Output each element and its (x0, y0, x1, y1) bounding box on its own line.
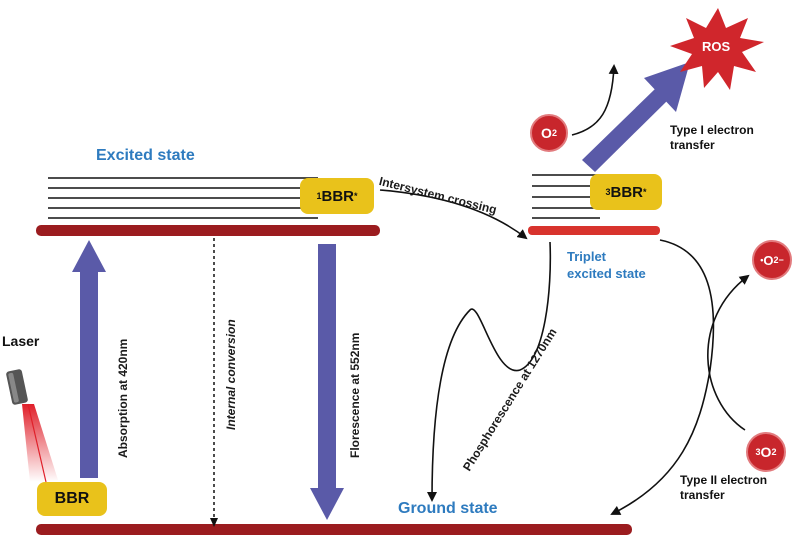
triplet-superscript: 3 (605, 187, 611, 197)
ros-starburst (670, 8, 764, 90)
triplet-label-line1: Triplet (567, 249, 607, 264)
laser-device (6, 369, 58, 483)
laser-label: Laser (2, 333, 40, 349)
superoxide-subscript: 2 (773, 255, 779, 265)
triplet-state-bar (528, 226, 660, 235)
type1-label-line2: transfer (670, 138, 715, 152)
excited-state-bar (36, 225, 380, 236)
oxygen-to-superoxide-arrow (707, 274, 750, 431)
type2-return-arrow (610, 239, 715, 515)
superoxide-charge: − (778, 255, 784, 265)
ground-state-label: Ground state (398, 500, 498, 517)
ground-bbr-box: BBR (37, 482, 107, 516)
absorption-arrow (72, 240, 106, 478)
triplet-bbr-text: BBR (610, 183, 644, 201)
internal-conversion-arrow (210, 238, 218, 527)
o2-base: O (541, 125, 552, 141)
intersystem-crossing-arrow (379, 189, 528, 240)
triplet-oxygen-base: O (760, 444, 772, 460)
excited-state-label: Excited state (96, 147, 195, 164)
o2-curved-arrow (571, 64, 619, 136)
singlet-bbr-text: BBR (321, 187, 355, 205)
type1-transfer-arrow (582, 62, 690, 172)
triplet-star: * (643, 187, 647, 197)
singlet-star: * (354, 191, 358, 201)
fluorescence-arrow (310, 244, 344, 520)
triplet-oxygen-superscript: 3 (755, 447, 761, 457)
internal-conversion-label: Internal conversion (224, 319, 238, 430)
type2-label-line2: transfer (680, 488, 725, 502)
singlet-superscript: 1 (316, 191, 322, 201)
triplet-label-line2: excited state (567, 266, 646, 281)
ground-state-bar (36, 524, 632, 535)
absorption-label: Absorption at 420nm (116, 338, 130, 458)
type2-label-line1: Type II electron (680, 473, 768, 487)
superoxide-dot: • (760, 255, 764, 265)
triplet-oxygen-subscript: 2 (771, 447, 777, 457)
fluorescence-label: Florescence at 552nm (348, 332, 362, 458)
o2-subscript: 2 (551, 128, 557, 138)
ros-label: ROS (702, 39, 731, 54)
type1-label-line1: Type I electron (670, 123, 754, 137)
ground-bbr-text: BBR (54, 490, 90, 507)
singlet-vibrational-levels (48, 177, 318, 219)
phosphorescence-arrow (427, 241, 552, 502)
triplet-vibrational-levels (532, 174, 600, 219)
superoxide-base: O (763, 252, 774, 268)
